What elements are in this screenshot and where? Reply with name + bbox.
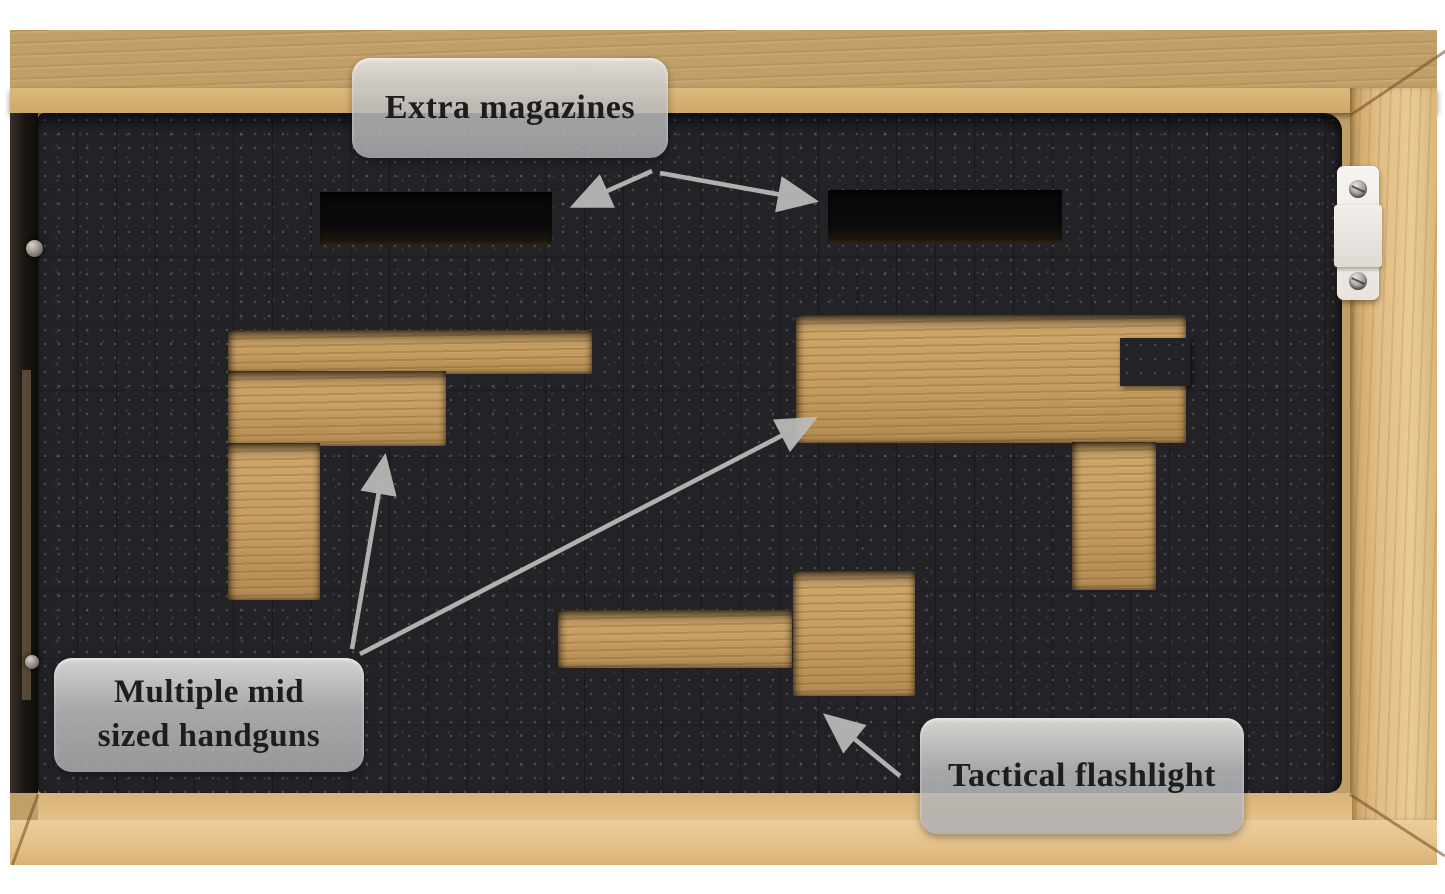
magazine-slot-right [828,190,1062,243]
left-side-wood-sliver [22,370,31,700]
annotation-label-flashlight: Tactical flashlight [920,718,1244,834]
annotation-label-extra-magazines: Extra magazines [352,58,668,158]
annotation-text: Tactical flashlight [948,757,1216,794]
case-frame-top [10,30,1437,88]
handgun-cutout-left-mid [228,371,446,446]
handgun-cutout-left-lower [228,443,320,600]
handgun-cutout-left-top [228,330,592,374]
annotation-text: sized handguns [97,718,321,754]
annotation-label-handguns: Multiple mid sized handguns [54,658,364,772]
handgun-cutout-right-vertical [1072,442,1156,590]
hinge-pin-icon [25,655,39,669]
screw-icon [1349,180,1367,198]
case-frame-top-edge [10,88,1437,113]
foam-step-block [1120,338,1190,386]
annotation-text: Multiple mid [113,674,305,711]
annotation-text: Extra magazines [384,89,636,126]
latch-body [1334,205,1382,267]
flashlight-cutout-body [558,610,792,668]
hinge-pin-icon [26,240,43,257]
screw-icon [1349,272,1367,290]
flashlight-cutout-head [793,571,915,696]
magazine-slot-left [320,192,552,245]
